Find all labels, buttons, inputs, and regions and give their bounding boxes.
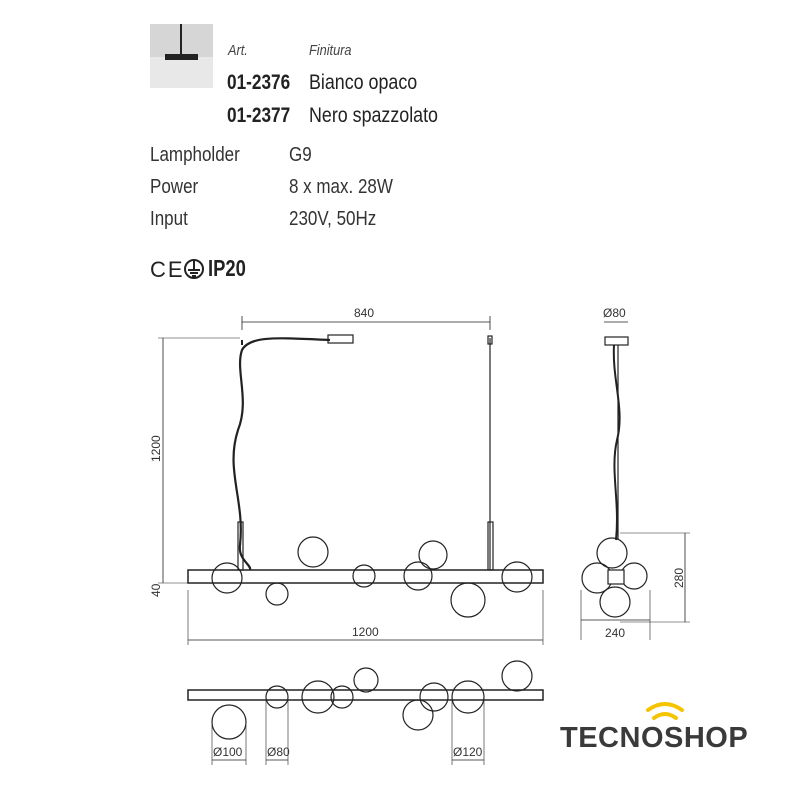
article-finish: Nero spazzolato <box>309 104 438 127</box>
art-label: Art. <box>228 42 248 59</box>
article-code: 01-2377 <box>227 104 291 127</box>
dim-height: 1200 <box>149 435 163 462</box>
dim-canopy: Ø80 <box>603 306 626 320</box>
article-finish: Bianco opaco <box>309 71 418 94</box>
brand-name: TECNOSHOP <box>560 722 749 754</box>
ip-rating: IP20 <box>208 255 246 281</box>
article-code: 01-2376 <box>227 71 291 94</box>
side-view <box>580 321 690 640</box>
spec-value: 230V, 50Hz <box>289 208 377 230</box>
front-view <box>158 316 544 645</box>
spec-label: Power <box>150 176 199 198</box>
dim-side-width: 240 <box>605 626 625 640</box>
spec-label: Lampholder <box>150 144 240 166</box>
wifi-signal-icon <box>646 702 684 720</box>
spec-value: G9 <box>289 144 312 166</box>
tecnoshop-logo: TECNOSHOP <box>560 700 770 760</box>
finish-label: Finitura <box>309 42 352 59</box>
spec-value: 8 x max. 28W <box>289 176 393 198</box>
dim-length: 1200 <box>352 625 379 639</box>
dim-globe-large: Ø100 <box>213 745 243 759</box>
dim-side-height: 280 <box>672 568 686 588</box>
ground-symbol-icon <box>184 259 204 279</box>
top-view <box>187 660 544 765</box>
spec-label: Input <box>150 208 188 230</box>
dim-bar-height: 40 <box>149 583 163 597</box>
product-thumbnail <box>150 24 213 88</box>
dim-globe-small: Ø80 <box>267 745 290 759</box>
dim-width: 840 <box>354 306 374 320</box>
dim-globe-xl: Ø120 <box>453 745 483 759</box>
ce-mark: CE <box>150 257 185 282</box>
